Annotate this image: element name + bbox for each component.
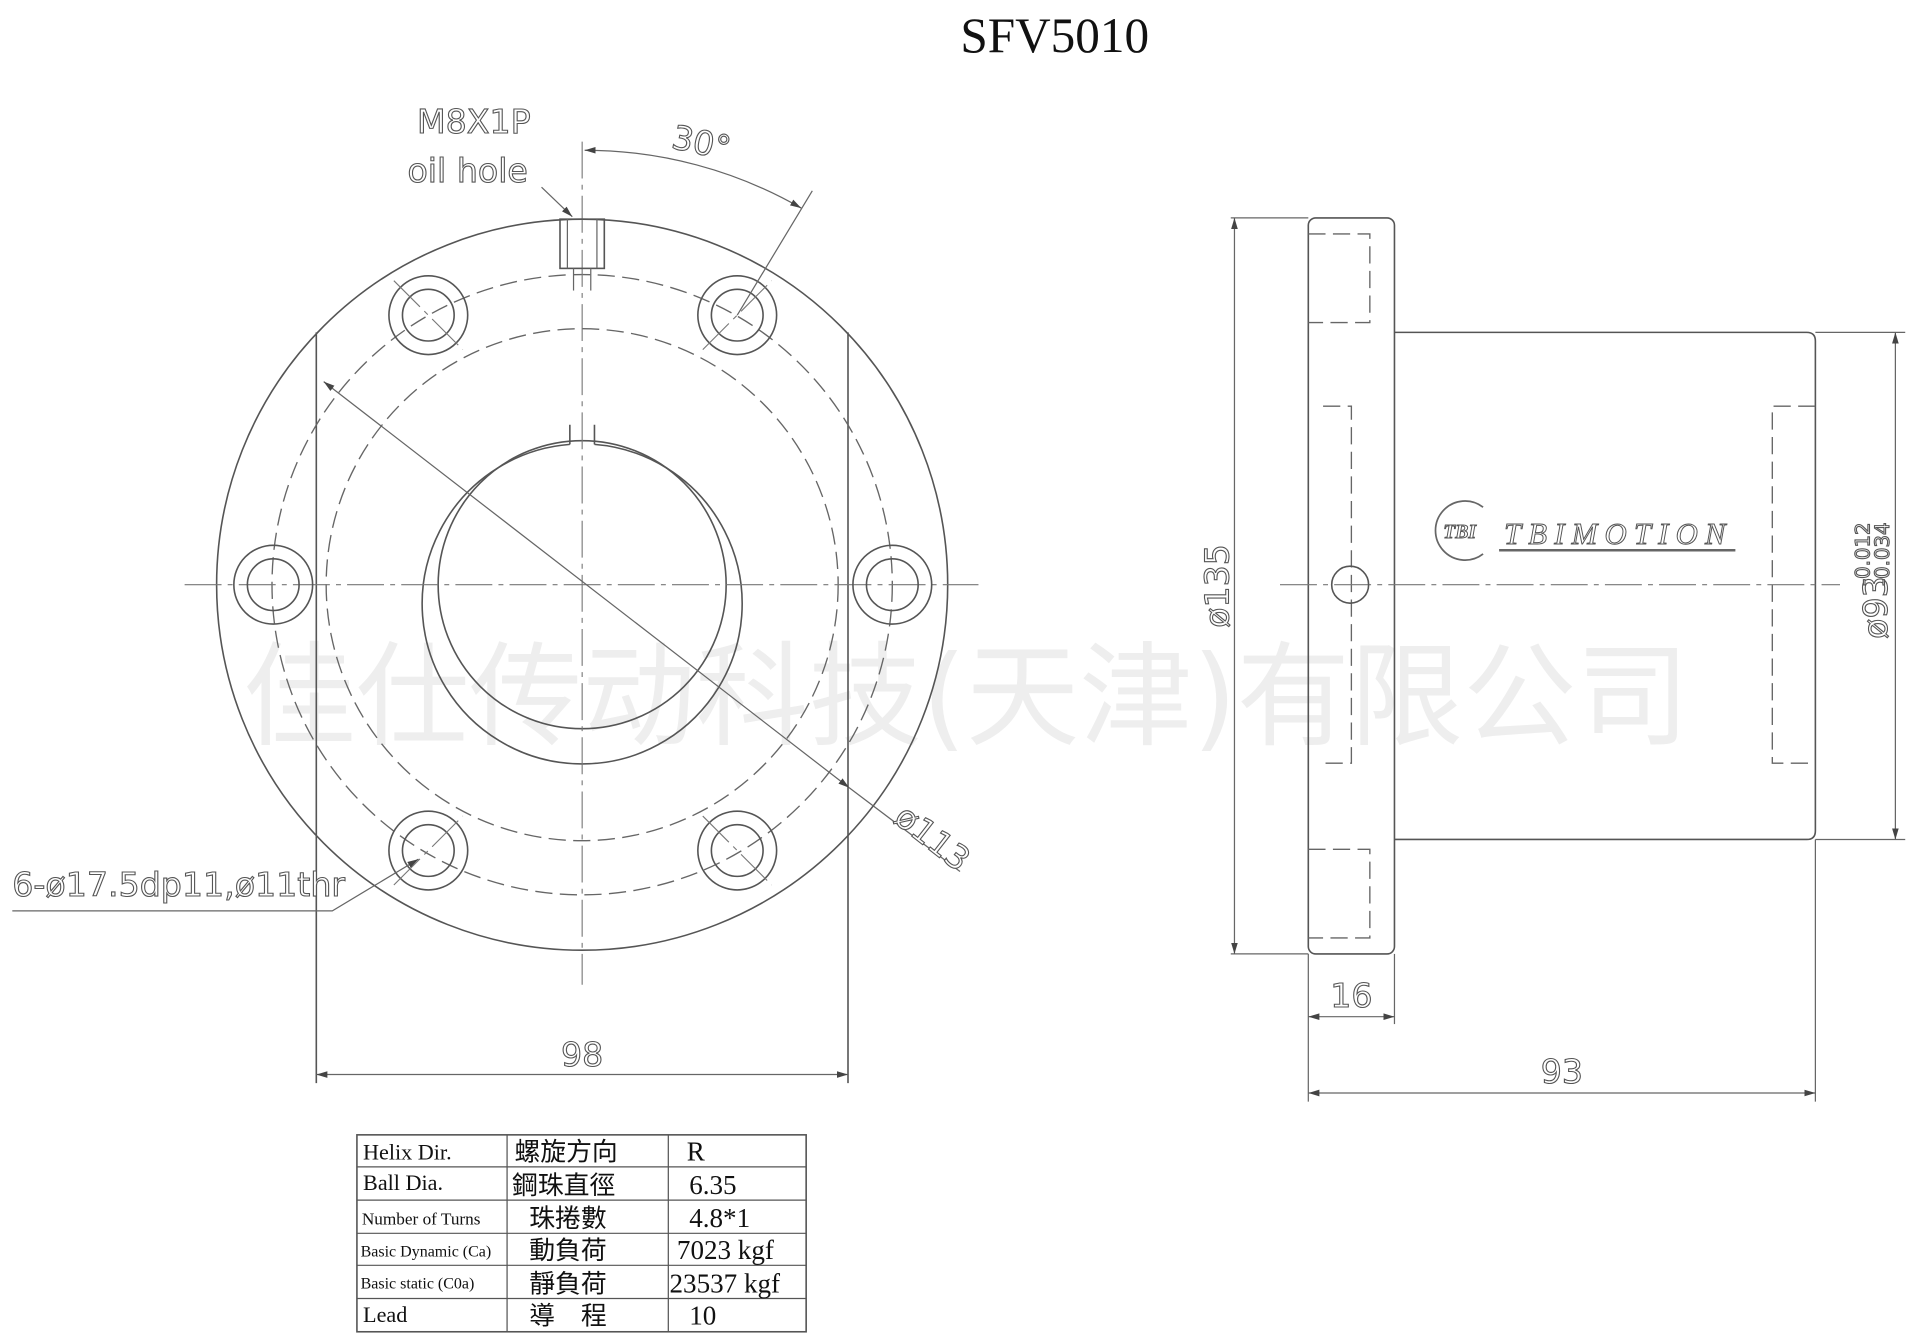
length-label: 93 (1541, 1052, 1583, 1091)
oil-hole-thread-label: M8X1P (417, 102, 531, 141)
bolt-hole (388, 810, 469, 891)
flange-dia-label: ø135 (1197, 544, 1236, 628)
row-en: Lead (363, 1302, 407, 1327)
bolt-holes (233, 274, 933, 891)
tbi-logo: TBI TBIMOTION (1434, 500, 1736, 561)
hidden-counterbore-bottom (1308, 848, 1371, 939)
bolt-hole (388, 274, 469, 356)
logo-mark-text: TBI (1443, 521, 1477, 543)
angle-dimension (584, 146, 802, 209)
hidden-counterbore-top (1308, 233, 1371, 324)
oil-hole-label: oil hole (407, 151, 527, 190)
row-value: R (687, 1137, 706, 1167)
row-en: Basic static (C0a) (361, 1276, 475, 1293)
row-en: Number of Turns (362, 1210, 481, 1229)
row-en: Basic Dynamic (Ca) (361, 1244, 492, 1261)
angle-extension (736, 190, 813, 316)
side-view: TBI TBIMOTION ø135 ø93 -0.012 -0.034 16 … (1197, 217, 1906, 1102)
row-zh: 螺旋方向 (514, 1138, 617, 1167)
pcd-label: ø113 (888, 797, 978, 879)
drawing-title: SFV5010 (960, 8, 1149, 63)
holes-leader (12, 858, 419, 912)
table-row: Lead 導 程 10 (363, 1300, 716, 1330)
row-zh: 導 程 (529, 1301, 606, 1330)
spec-table: Helix Dir. 螺旋方向 R Ball Dia. 鋼珠直徑 6.35 Nu… (356, 1134, 807, 1333)
logo-text: TBIMOTION (1504, 517, 1727, 551)
flange-thk-label: 16 (1330, 976, 1372, 1015)
pcd-leader (848, 787, 961, 872)
bolt-hole (697, 274, 778, 356)
table-row: Number of Turns 珠捲數 4.8*1 (362, 1203, 750, 1233)
body-tol-upper: -0.012 (1852, 522, 1875, 585)
row-value: 23537 kgf (670, 1268, 781, 1298)
body-tol-lower: -0.034 (1871, 522, 1894, 585)
row-zh: 珠捲數 (529, 1204, 606, 1233)
body-dia-label: ø93 (1856, 576, 1895, 639)
row-value: 10 (689, 1300, 716, 1330)
holes-label: 6-ø17.5dp11,ø11thr (12, 865, 345, 904)
row-en: Helix Dir. (363, 1139, 452, 1164)
table-row: Helix Dir. 螺旋方向 R (363, 1137, 706, 1167)
oil-hole (559, 218, 606, 291)
logo-c-mark (1434, 500, 1484, 561)
flange-side (1307, 217, 1396, 955)
row-value: 7023 kgf (677, 1235, 775, 1265)
row-zh: 動負荷 (529, 1236, 606, 1265)
table-row: Basic static (C0a) 靜負荷 23537 kgf (361, 1268, 781, 1298)
table-row: Ball Dia. 鋼珠直徑 6.35 (363, 1170, 737, 1200)
bolt-hole (233, 544, 314, 625)
row-value: 4.8*1 (689, 1203, 750, 1233)
watermark: 佳仕传动科技(天津)有限公司 (243, 631, 1690, 763)
row-value: 6.35 (689, 1170, 736, 1200)
width-label: 98 (561, 1035, 603, 1074)
row-en: Ball Dia. (363, 1170, 443, 1195)
side-oil-hole (1330, 565, 1370, 604)
pcd-dimension-line (323, 381, 850, 789)
table-row: Basic Dynamic (Ca) 動負荷 7023 kgf (361, 1235, 775, 1265)
bolt-hole (852, 544, 933, 625)
row-zh: 鋼珠直徑 (512, 1171, 615, 1200)
front-view: M8X1P oil hole 30° ø113 6-ø17.5dp11,ø11t… (12, 101, 979, 1084)
bolt-hole (697, 810, 778, 891)
oil-hole-leader (541, 186, 573, 218)
body-side (1394, 331, 1817, 841)
row-zh: 靜負荷 (529, 1269, 606, 1298)
